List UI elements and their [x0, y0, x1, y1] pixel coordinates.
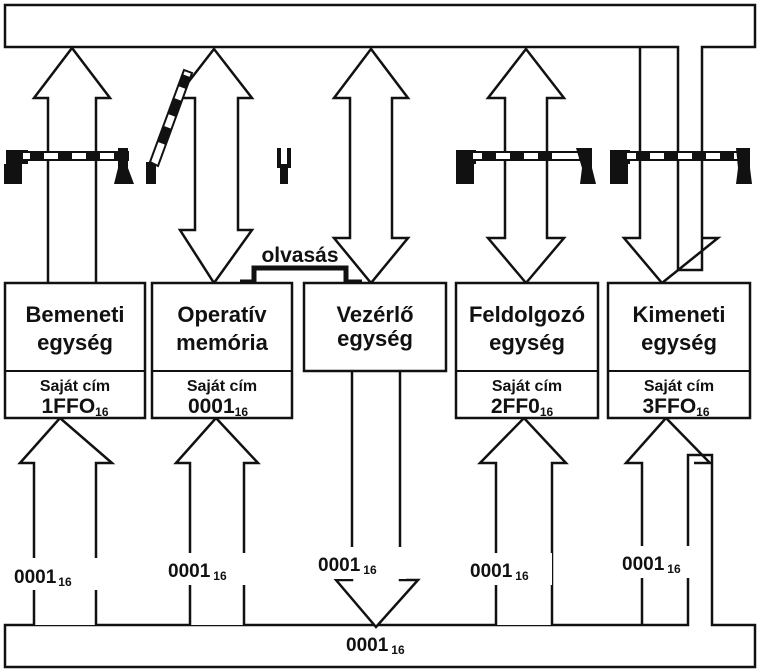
arrow-up-bottom-memory — [173, 416, 261, 625]
unit-processor-subtitle: egység — [489, 330, 565, 355]
arrow-up-bottom-output — [623, 416, 713, 625]
unit-output-subtitle: egység — [641, 330, 717, 355]
unit-output — [606, 281, 752, 420]
unit-control-title: Vezérlő — [336, 302, 413, 327]
gate-memory-open-icon — [146, 68, 194, 184]
arrow-processor-bus — [485, 46, 567, 285]
unit-memory-own-label: Saját cím — [187, 378, 257, 395]
unit-input-title: Bemeneti — [25, 302, 124, 327]
top-bus — [3, 3, 757, 272]
unit-output-title: Kimeneti — [633, 302, 726, 327]
unit-input-address: 1FFO16 — [41, 395, 108, 419]
unit-processor-address: 2FF016 — [491, 395, 554, 419]
unit-output-address: 3FFO16 — [642, 395, 709, 419]
unit-input-subtitle: egység — [37, 330, 113, 355]
arrow-up-bottom-processor — [477, 416, 569, 625]
unit-processor-title: Feldolgozó — [469, 302, 585, 327]
gate-input-closed-icon — [4, 148, 134, 184]
read-label: olvasás — [261, 244, 338, 267]
arrow-control-bus — [331, 46, 411, 285]
unit-processor — [454, 281, 600, 420]
unit-memory — [150, 281, 294, 420]
gate-output-closed-icon — [610, 148, 752, 184]
gate-control-post-icon — [277, 148, 291, 184]
unit-control — [302, 281, 448, 373]
unit-control-subtitle: egység — [337, 326, 413, 351]
unit-processor-own-label: Saját cím — [492, 378, 562, 395]
arrow-up-bottom-input — [17, 416, 116, 625]
unit-memory-title: Operatív — [177, 302, 267, 327]
unit-memory-subtitle: memória — [176, 330, 268, 355]
unit-memory-address: 000116 — [188, 395, 248, 419]
arrow-up-input-to-bus — [31, 45, 113, 283]
unit-output-own-label: Saját cím — [644, 378, 714, 395]
gate-processor-closed-icon — [456, 148, 596, 184]
arrow-down-control-to-bus — [333, 370, 421, 629]
arrow-down-bus-to-output — [621, 47, 722, 285]
read-signal-line — [240, 265, 362, 285]
unit-input — [3, 281, 147, 420]
unit-input-own-label: Saját cím — [40, 378, 110, 395]
